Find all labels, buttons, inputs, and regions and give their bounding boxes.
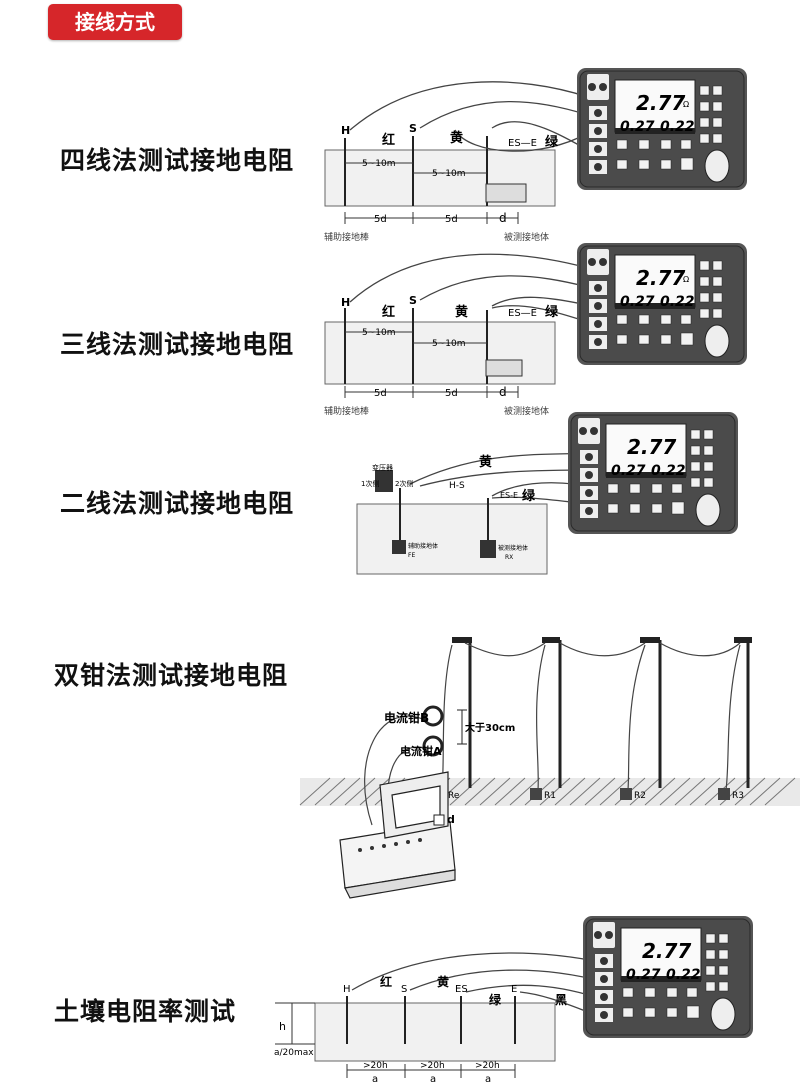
color-yellow: 黄 [455, 304, 468, 320]
color-red: 红 [380, 974, 392, 989]
label-r1: R1 [544, 791, 556, 801]
label-secondary: 2次侧 [395, 479, 413, 488]
ratio-1: 5d [374, 388, 387, 399]
meter-1-display: 2.77 Ω 0.27 0.22 [620, 91, 695, 135]
meter-big: 2.77 [636, 266, 685, 290]
probe-h: H [343, 984, 351, 995]
span-2: >20h [420, 1061, 445, 1071]
box-left-sub: FE [408, 552, 415, 559]
label-target: 被测接地体 [504, 231, 549, 243]
label-primary: 1次侧 [361, 479, 379, 488]
label-es: ES-E [500, 491, 518, 500]
label-h: h [279, 1020, 286, 1033]
a-2: a [430, 1074, 436, 1085]
label-spacing: 大于30cm [465, 721, 515, 734]
a-1: a [372, 1074, 378, 1085]
meter-big: 2.77 [636, 91, 685, 115]
label-aux: 辅助接地棒 [324, 231, 369, 243]
meter-left: 0.27 [620, 294, 655, 310]
label-clamp-b: 电流钳B [384, 710, 429, 725]
meter-unit: Ω [683, 275, 689, 284]
meter-big: 2.77 [627, 435, 676, 459]
label-hs: H-S [449, 481, 465, 491]
meter-left: 0.27 [620, 119, 655, 135]
color-yellow: 黄 [479, 454, 492, 470]
probe-h: H [341, 296, 350, 309]
color-green: 绿 [522, 488, 536, 504]
color-green: 绿 [545, 304, 559, 320]
probe-es: ES—E [508, 138, 537, 149]
meter-unit: Ω [683, 100, 689, 109]
title-three-wire: 三线法测试接地电阻 [60, 330, 295, 359]
label-target: 被测接地体 [504, 405, 549, 417]
span-3: >20h [475, 1061, 500, 1071]
three-wire-diagram: H S ES—E 红 黄 绿 5~10m 5~10m 5d 5d d 辅助接地棒… [324, 242, 748, 417]
box-left: 辅助接地体 [408, 542, 438, 550]
meter-right: 0.22 [660, 119, 695, 135]
meter-right: 0.22 [666, 967, 701, 983]
title-soil: 土壤电阻率测试 [54, 997, 237, 1026]
meter-right: 0.22 [660, 294, 695, 310]
label-r3: R3 [732, 791, 744, 801]
two-wire-diagram: 变压器 1次侧 2次侧 H-S ES-E 黄 绿 辅助接地体 FE 被测接地体 … [356, 411, 739, 575]
meter-left: 0.27 [611, 463, 646, 479]
label-re: Re [448, 791, 460, 801]
probe-es: ES [455, 984, 468, 995]
color-green: 绿 [489, 992, 502, 1007]
a-3: a [485, 1074, 491, 1085]
probe-s: S [409, 294, 417, 307]
color-green: 绿 [545, 134, 559, 150]
label-depth: a/20max [274, 1048, 314, 1058]
ratio-1: 5d [374, 214, 387, 225]
color-black: 黑 [555, 993, 567, 1007]
meter-big: 2.77 [642, 939, 691, 963]
label-r2: R2 [634, 791, 646, 801]
color-yellow: 黄 [450, 130, 463, 146]
color-yellow: 黄 [437, 974, 449, 989]
label-transformer: 变压器 [372, 463, 393, 472]
meter-left: 0.27 [626, 967, 661, 983]
dist-1: 5~10m [362, 159, 396, 169]
ratio-3: d [499, 211, 507, 225]
title-two-wire: 二线法测试接地电阻 [60, 489, 295, 518]
meter-right: 0.22 [651, 463, 686, 479]
label-clamp-a: 电流钳A [400, 744, 442, 758]
four-wire-diagram: H S ES—E 红 黄 绿 5~10m 5~10m 5d 5d d 辅助接地棒… [324, 67, 748, 243]
probe-s: S [401, 984, 407, 995]
title-double-clamp: 双钳法测试接地电阻 [54, 661, 289, 690]
meter-4-display: 2.77 0.27 0.22 [626, 939, 701, 983]
box-right-sub: RX [505, 554, 513, 561]
dist-2: 5~10m [432, 339, 466, 349]
double-clamp-diagram: 电流钳B 电流钳A 大于30cm d Re R1 R2 R3 [299, 637, 800, 899]
label-aux: 辅助接地棒 [324, 405, 369, 417]
box-right: 被测接地体 [498, 544, 528, 552]
meter-2-display: 2.77 Ω 0.27 0.22 [620, 266, 695, 310]
probe-s: S [409, 122, 417, 135]
title-four-wire: 四线法测试接地电阻 [60, 146, 295, 175]
ratio-3: d [499, 385, 507, 399]
probe-es: ES—E [508, 308, 537, 319]
span-1: >20h [363, 1061, 388, 1071]
soil-diagram: H S ES E 红 黄 绿 黑 h a/20max >20h >20h >20… [274, 915, 754, 1085]
meter-3-display: 2.77 0.27 0.22 [611, 435, 686, 479]
dist-1: 5~10m [362, 328, 396, 338]
probe-e: E [511, 984, 517, 995]
ratio-2: 5d [445, 214, 458, 225]
label-d: d [447, 813, 455, 826]
ratio-2: 5d [445, 388, 458, 399]
section-tag: 接线方式 [48, 4, 182, 40]
color-red: 红 [382, 304, 395, 320]
dist-2: 5~10m [432, 169, 466, 179]
color-red: 红 [382, 132, 395, 148]
probe-h: H [341, 124, 350, 137]
